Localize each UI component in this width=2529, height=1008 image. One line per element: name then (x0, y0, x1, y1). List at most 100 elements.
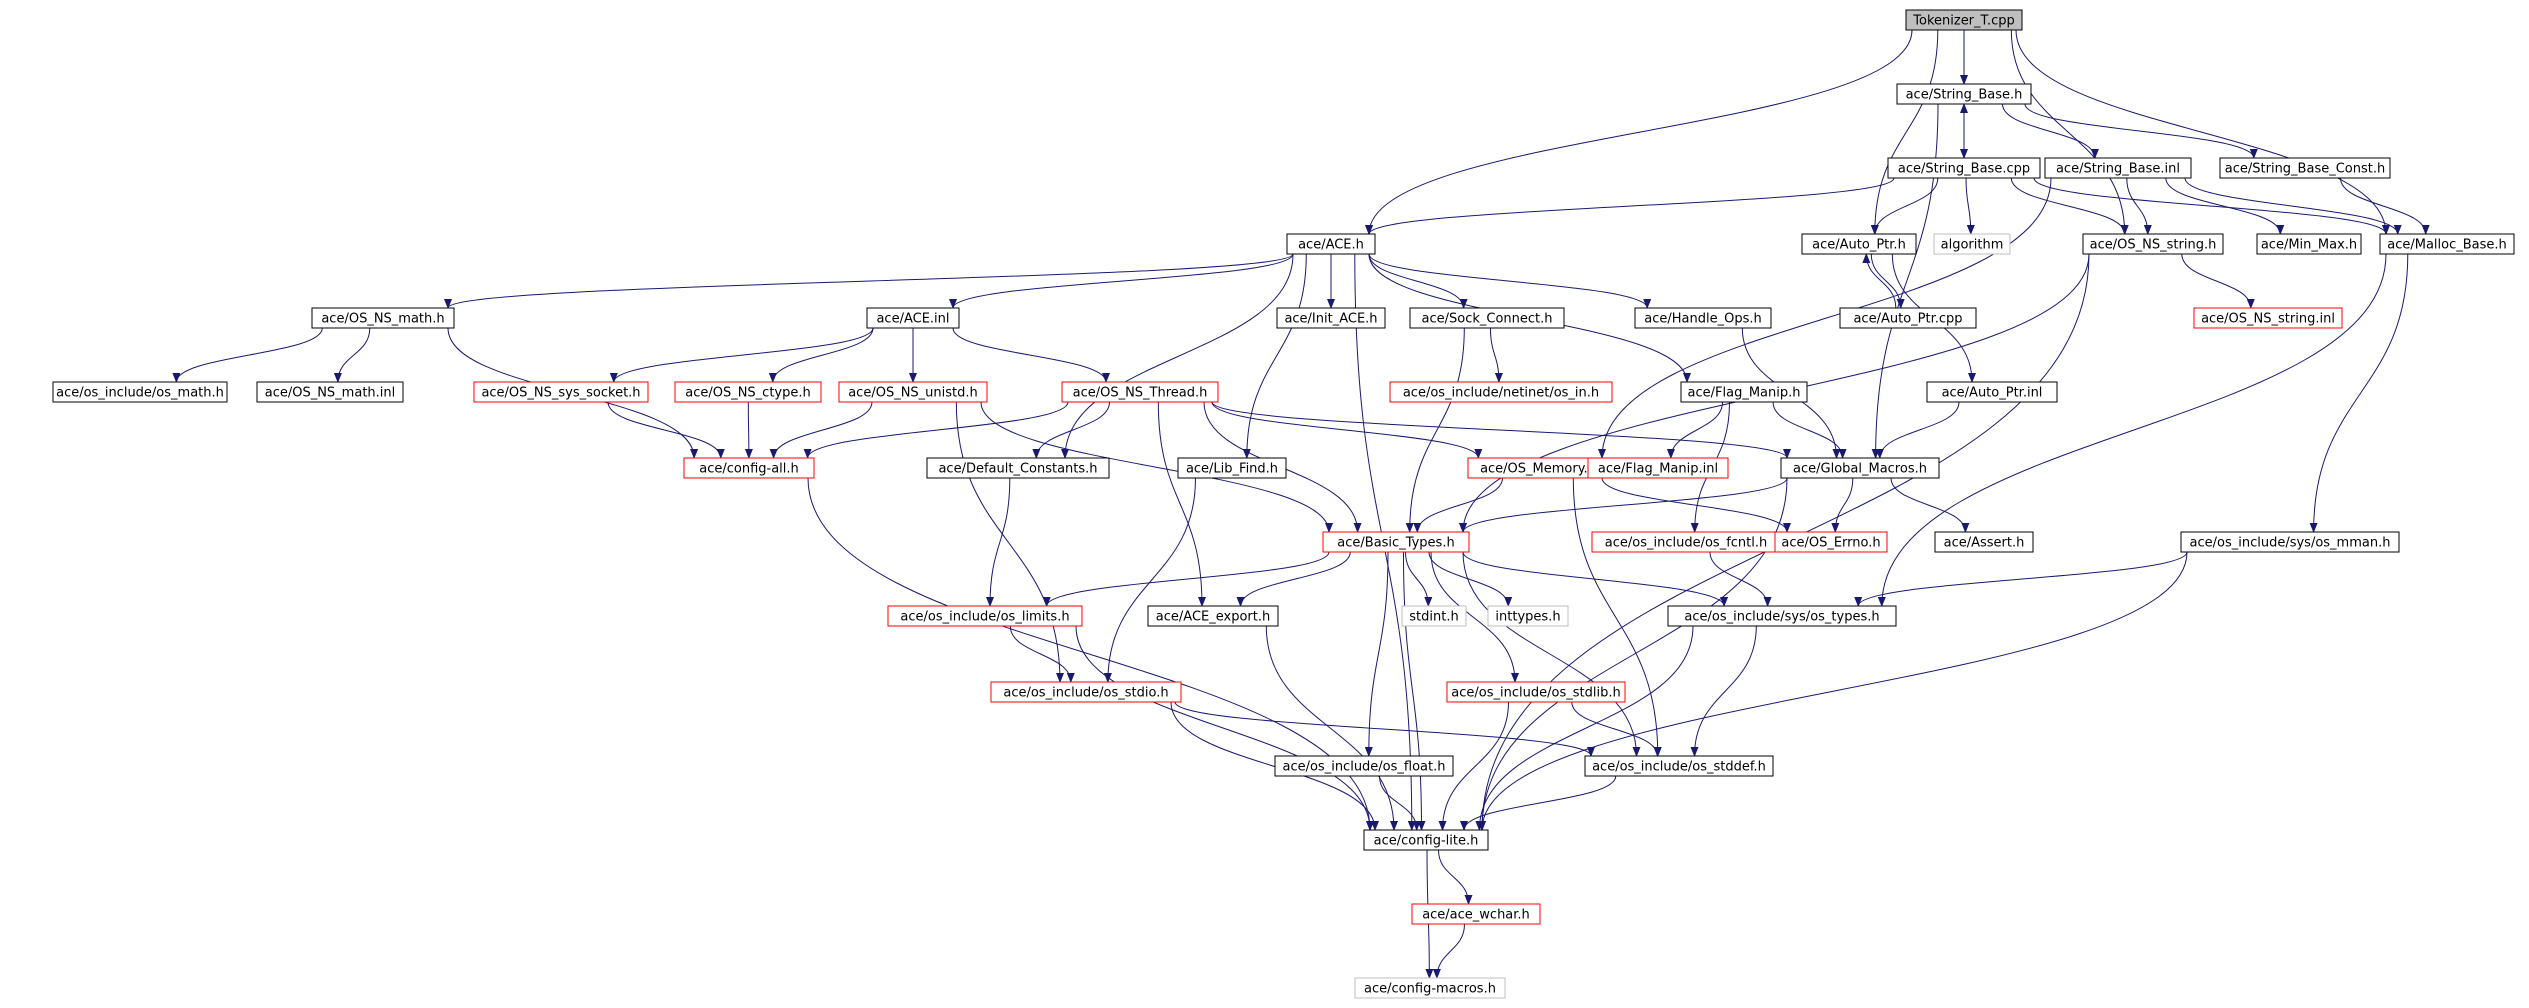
node-label: ace/OS_NS_ctype.h (685, 386, 811, 401)
node-autoptr_h[interactable]: ace/Auto_Ptr.h (1801, 233, 1917, 255)
node-box (1446, 681, 1626, 703)
node-label: ace/OS_NS_math.inl (265, 386, 396, 401)
node-sys_socket[interactable]: ace/OS_NS_sys_socket.h (473, 381, 649, 403)
node-configall[interactable]: ace/config-all.h (683, 457, 815, 479)
edge-root-to-ace_h (1365, 29, 1913, 235)
node-strbase_inl[interactable]: ace/String_Base.inl (2044, 157, 2192, 179)
node-configmacros[interactable]: ace/config-macros.h (1354, 977, 1506, 999)
node-box (1774, 531, 1888, 553)
edge-thread-to-defconst (1032, 401, 1110, 459)
node-osnsstring_h[interactable]: ace/OS_NS_string.h (2082, 233, 2224, 255)
edge-flagmanip_h-to-flagmanip_inl (1666, 401, 1723, 459)
node-box (866, 307, 960, 329)
node-label: ace/os_include/sys/os_types.h (1684, 610, 1879, 625)
node-osmemory[interactable]: ace/OS_Memory.h (1467, 457, 1609, 479)
node-assert[interactable]: ace/Assert.h (1934, 531, 2034, 553)
node-osnsmath_h[interactable]: ace/OS_NS_math.h (311, 307, 455, 329)
node-flagmanip_h[interactable]: ace/Flag_Manip.h (1680, 381, 1808, 403)
node-osmath[interactable]: ace/os_include/os_math.h (52, 381, 228, 403)
edge-basictypes-to-osstdlib (1430, 551, 1519, 683)
node-sysmman[interactable]: ace/os_include/sys/os_mman.h (2180, 531, 2400, 553)
edge-libfind-to-osstdio (1103, 477, 1196, 683)
node-layer: Tokenizer_T.cpp ace/String_Base.h ace/Stri… (52, 9, 2515, 999)
node-configlite[interactable]: ace/config-lite.h (1363, 829, 1489, 851)
node-libfind[interactable]: ace/Lib_Find.h (1177, 457, 1287, 479)
node-box (2219, 157, 2391, 179)
edge-basictypes-to-osfloat (1364, 551, 1389, 757)
edge-osstdlib-to-configlite (1438, 701, 1509, 831)
node-label: ace/Min_Max.h (2261, 238, 2357, 253)
node-box (1286, 233, 1376, 255)
node-ace_inl[interactable]: ace/ACE.inl (866, 307, 960, 329)
node-label: ace/OS_NS_unistd.h (848, 386, 978, 401)
node-flagmanip_inl[interactable]: ace/Flag_Manip.inl (1587, 457, 1729, 479)
node-handleops[interactable]: ace/Handle_Ops.h (1634, 307, 1772, 329)
node-acewchar[interactable]: ace/ace_wchar.h (1411, 903, 1541, 925)
node-box (1896, 83, 2032, 105)
node-inttypes[interactable]: inttypes.h (1487, 605, 1569, 627)
node-osfloat[interactable]: ace/os_include/os_float.h (1274, 755, 1454, 777)
edge-mallocbase-to-sysmman (2309, 253, 2409, 533)
node-box (1274, 755, 1454, 777)
node-unistd[interactable]: ace/OS_NS_unistd.h (838, 381, 988, 403)
node-ace_h[interactable]: ace/ACE.h (1286, 233, 1376, 255)
node-sockconnect[interactable]: ace/Sock_Connect.h (1409, 307, 1565, 329)
node-label: ace/OS_NS_math.h (321, 312, 444, 327)
node-autoptr_inl[interactable]: ace/Auto_Ptr.inl (1926, 381, 2058, 403)
node-osstdlib[interactable]: ace/os_include/os_stdlib.h (1446, 681, 1626, 703)
edge-ctype-to-configall (744, 401, 753, 459)
node-box (311, 307, 455, 329)
node-initace[interactable]: ace/Init_ACE.h (1276, 307, 1386, 329)
node-minmax[interactable]: ace/Min_Max.h (2256, 233, 2362, 255)
node-basictypes[interactable]: ace/Basic_Types.h (1322, 531, 1470, 553)
node-osfcntl[interactable]: ace/os_include/os_fcntl.h (1591, 531, 1781, 553)
node-box (1933, 233, 2011, 255)
node-systypes[interactable]: ace/os_include/sys/os_types.h (1667, 605, 1897, 627)
node-label: ace/Sock_Connect.h (1422, 312, 1553, 327)
node-globalmacros[interactable]: ace/Global_Macros.h (1780, 457, 1940, 479)
node-box (2180, 531, 2400, 553)
node-strbase_cpp[interactable]: ace/String_Base.cpp (1887, 157, 2041, 179)
node-osnsmath_inl[interactable]: ace/OS_NS_math.inl (256, 381, 404, 403)
edge-autoptr_h-to-autoptr_cpp (1870, 253, 1905, 309)
node-thread[interactable]: ace/OS_NS_Thread.h (1061, 381, 1219, 403)
node-strbase_const[interactable]: ace/String_Base_Const.h (2219, 157, 2391, 179)
node-root[interactable]: Tokenizer_T.cpp (1905, 9, 2023, 31)
node-box (1634, 307, 1772, 329)
node-osstddef[interactable]: ace/os_include/os_stddef.h (1584, 755, 1774, 777)
node-box (1584, 755, 1774, 777)
node-strbase_h[interactable]: ace/String_Base.h (1896, 83, 2032, 105)
node-mallocbase[interactable]: ace/Malloc_Base.h (2379, 233, 2515, 255)
node-osnsstring_inl[interactable]: ace/OS_NS_string.inl (2193, 307, 2343, 329)
node-ctype[interactable]: ace/OS_NS_ctype.h (674, 381, 822, 403)
node-oserrno[interactable]: ace/OS_Errno.h (1774, 531, 1888, 553)
node-label: ace/os_include/os_limits.h (900, 610, 1069, 625)
node-netinet[interactable]: ace/os_include/netinet/os_in.h (1389, 381, 1613, 403)
node-autoptr_cpp[interactable]: ace/Auto_Ptr.cpp (1839, 307, 1977, 329)
edge-thread-to-configall (803, 401, 1069, 459)
node-algorithm[interactable]: algorithm (1933, 233, 2011, 255)
node-label: ace/OS_Memory.h (1480, 462, 1596, 477)
node-label: ace/os_include/os_stdlib.h (1451, 686, 1620, 701)
edge-ace_h-to-osnsmath_h (444, 253, 1294, 309)
edge-strbase_cpp-to-autoptr_h (1870, 177, 1939, 235)
edge-ace_h-to-sockconnect (1368, 253, 1468, 309)
node-defconst[interactable]: ace/Default_Constants.h (926, 457, 1110, 479)
edge-basictypes-to-osstddef (1462, 551, 1641, 757)
edge-unistd-to-basictypes (980, 401, 1333, 533)
node-label: ace/String_Base.inl (2056, 162, 2180, 177)
node-box (1926, 381, 2058, 403)
node-stdint[interactable]: stdint.h (1401, 605, 1467, 627)
edge-basictypes-to-stdint (1405, 551, 1433, 607)
node-osstdio[interactable]: ace/os_include/os_stdio.h (990, 681, 1182, 703)
node-oslimits[interactable]: ace/os_include/os_limits.h (887, 605, 1083, 627)
edge-basictypes-to-inttypes (1428, 551, 1513, 607)
node-box (1409, 307, 1565, 329)
node-label: ace/Assert.h (1944, 536, 2025, 551)
edge-osstdio-to-configlite (1170, 701, 1379, 831)
node-aceexport[interactable]: ace/ACE_export.h (1147, 605, 1279, 627)
node-label: ace/OS_NS_string.inl (2201, 312, 2335, 327)
edge-strbase_cpp-to-ace_h (1365, 177, 1895, 235)
node-box (990, 681, 1182, 703)
